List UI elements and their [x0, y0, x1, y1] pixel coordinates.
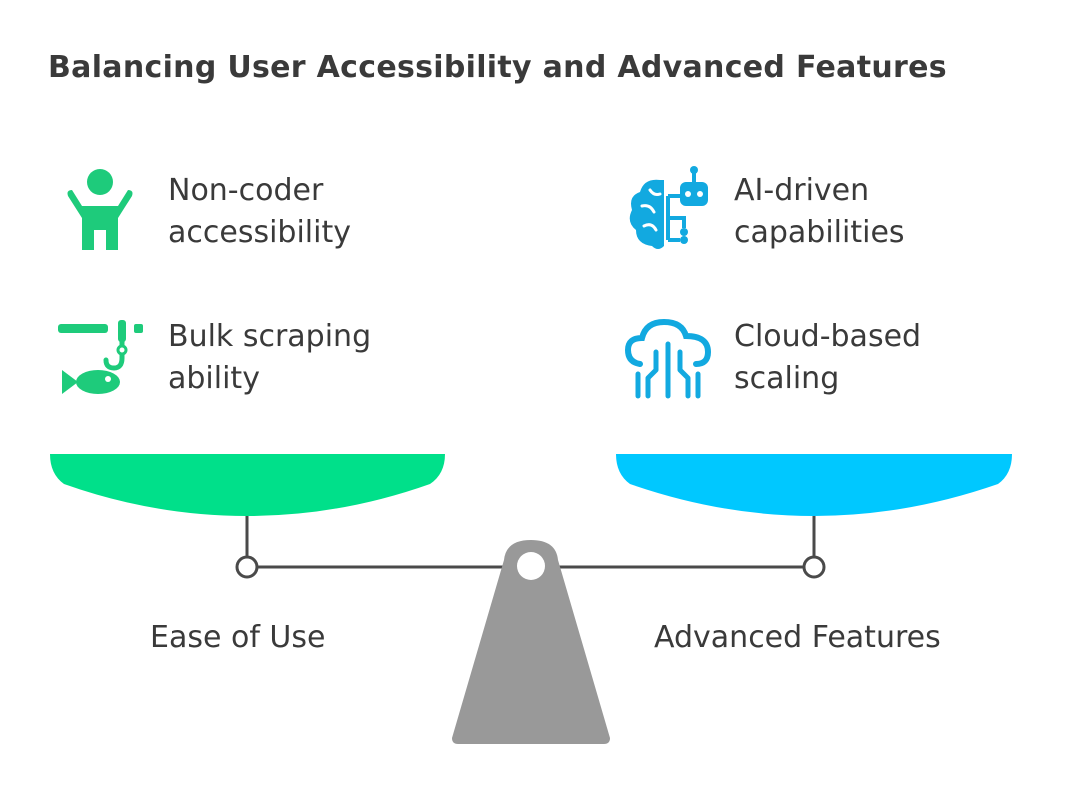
right-item-1-line1: AI-driven	[734, 173, 870, 208]
fishing-hook-icon	[58, 320, 143, 394]
left-item-2-line2: ability	[168, 361, 260, 396]
cloud-network-icon	[624, 318, 712, 399]
right-side-label: Advanced Features	[654, 620, 941, 655]
right-item-2-line2: scaling	[734, 361, 840, 396]
right-pivot-knob	[802, 555, 826, 579]
left-item-1-line1: Non-coder	[168, 173, 324, 208]
left-item-1-line2: accessibility	[168, 215, 351, 250]
right-pan	[616, 454, 1012, 516]
fulcrum	[452, 540, 610, 744]
left-pan	[50, 454, 445, 516]
left-pivot-knob	[235, 555, 259, 579]
left-side-label: Ease of Use	[150, 620, 326, 655]
right-item-2-line1: Cloud-based	[734, 319, 922, 354]
left-item-2-line1: Bulk scraping	[168, 319, 372, 354]
child-figure-icon	[67, 169, 133, 250]
right-item-1-line2: capabilities	[734, 215, 905, 250]
page-title: Balancing User Accessibility and Advance…	[48, 50, 947, 85]
fulcrum-hole	[517, 552, 545, 580]
ai-brain-icon	[629, 166, 708, 249]
